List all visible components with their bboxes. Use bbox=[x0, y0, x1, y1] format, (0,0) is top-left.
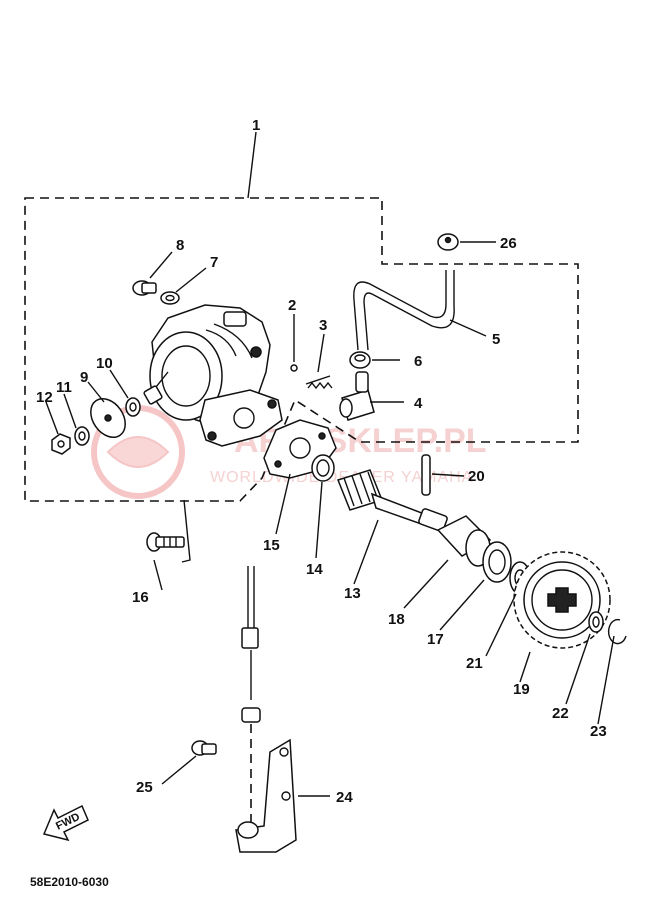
part-2-ball bbox=[290, 364, 298, 372]
part-labels: 1 2 3 4 5 6 7 8 9 10 11 12 13 14 15 16 1… bbox=[36, 117, 607, 806]
oil-pump-body bbox=[143, 304, 283, 447]
part-16-bolt bbox=[146, 532, 185, 552]
assembly-boundary bbox=[24, 197, 579, 502]
label-9: 9 bbox=[80, 369, 88, 386]
part-4-fitting bbox=[339, 371, 375, 421]
label-17: 17 bbox=[427, 631, 444, 648]
part-22-washer bbox=[588, 611, 604, 633]
part-10-washer bbox=[125, 397, 141, 417]
part-14-oring bbox=[311, 454, 335, 482]
part-12-nut bbox=[51, 433, 71, 455]
fwd-arrow-icon: FWD bbox=[42, 804, 89, 842]
label-3: 3 bbox=[319, 317, 327, 334]
part-17-bearing bbox=[482, 541, 512, 583]
label-26: 26 bbox=[500, 235, 517, 252]
label-25: 25 bbox=[136, 779, 153, 796]
part-11-washer bbox=[74, 426, 90, 446]
label-24: 24 bbox=[336, 789, 353, 806]
label-23: 23 bbox=[590, 723, 607, 740]
part-3-spring bbox=[305, 375, 333, 390]
label-14: 14 bbox=[306, 561, 323, 578]
part-23-circlip bbox=[607, 618, 627, 645]
label-1: 1 bbox=[252, 117, 260, 134]
label-4: 4 bbox=[414, 395, 423, 412]
label-20: 20 bbox=[468, 468, 485, 485]
label-2: 2 bbox=[288, 297, 296, 314]
label-10: 10 bbox=[96, 355, 113, 372]
catalog-code: 58E2010-6030 bbox=[30, 875, 109, 889]
label-21: 21 bbox=[466, 655, 483, 672]
part-24-bracket bbox=[235, 738, 297, 853]
label-7: 7 bbox=[210, 254, 218, 271]
label-8: 8 bbox=[176, 237, 184, 254]
leader-lines bbox=[45, 131, 615, 797]
label-18: 18 bbox=[388, 611, 405, 628]
label-22: 22 bbox=[552, 705, 569, 722]
part-5-hose bbox=[353, 270, 455, 351]
part-13-worm-shaft bbox=[337, 469, 448, 534]
part-20-pin bbox=[421, 454, 431, 496]
label-12: 12 bbox=[36, 389, 53, 406]
part-26-clip bbox=[437, 233, 459, 251]
part-25-bolt bbox=[191, 740, 217, 756]
label-16: 16 bbox=[132, 589, 149, 606]
part-8-bolt bbox=[132, 280, 157, 296]
label-11: 11 bbox=[56, 379, 72, 396]
oil-pump-cable bbox=[241, 566, 261, 830]
part-19-gear bbox=[513, 551, 611, 649]
label-5: 5 bbox=[492, 331, 500, 348]
label-15: 15 bbox=[263, 537, 280, 554]
part-7-washer bbox=[160, 291, 180, 305]
label-19: 19 bbox=[513, 681, 530, 698]
part-9-plate bbox=[90, 398, 126, 438]
label-13: 13 bbox=[344, 585, 361, 602]
label-6: 6 bbox=[414, 353, 422, 370]
part-6-clip bbox=[349, 351, 371, 369]
